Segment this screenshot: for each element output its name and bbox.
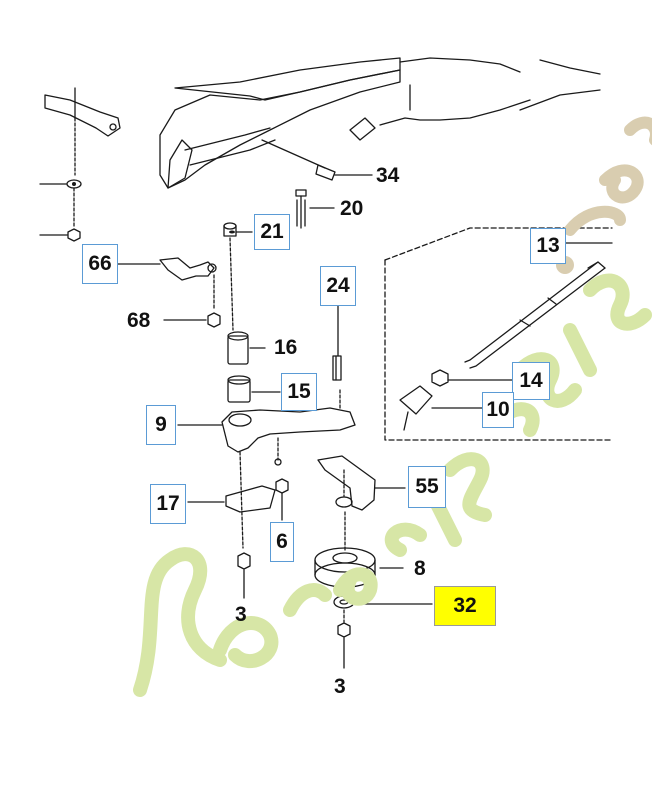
callout-24[interactable]: 24 (320, 266, 356, 306)
callout-68: 68 (127, 309, 151, 332)
callout-21[interactable]: 21 (254, 214, 290, 250)
callout-9[interactable]: 9 (146, 405, 176, 445)
callout-3-left: 3 (235, 603, 247, 626)
callout-13[interactable]: 13 (530, 228, 566, 264)
callout-34: 34 (376, 164, 400, 187)
callout-3-bottom: 3 (334, 675, 346, 698)
callout-32-highlighted[interactable]: 32 (434, 586, 496, 626)
callout-16: 16 (274, 336, 298, 359)
callout-6[interactable]: 6 (270, 522, 294, 562)
callout-17[interactable]: 17 (150, 484, 186, 524)
callout-10[interactable]: 10 (482, 392, 514, 428)
callout-66[interactable]: 66 (82, 244, 118, 284)
callout-55[interactable]: 55 (408, 466, 446, 508)
callout-8: 8 (414, 557, 426, 580)
callout-14[interactable]: 14 (512, 362, 550, 400)
callout-15[interactable]: 15 (281, 373, 317, 411)
callout-20: 20 (340, 197, 364, 220)
